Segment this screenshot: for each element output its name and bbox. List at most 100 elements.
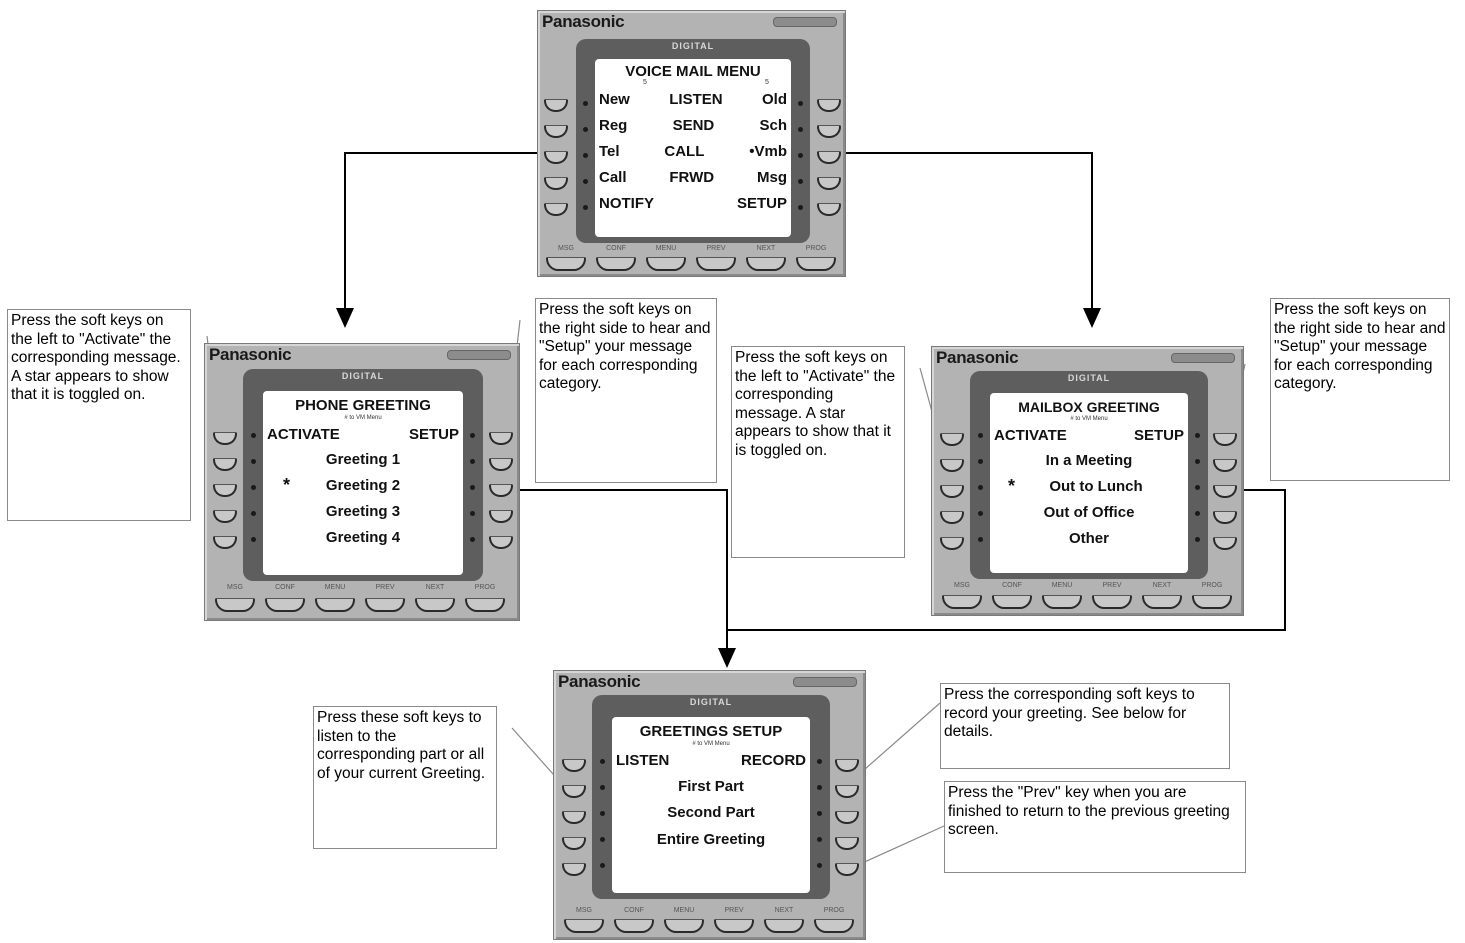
msg-key[interactable]	[564, 919, 604, 933]
led-right-3	[470, 485, 475, 490]
prev-key[interactable]	[1092, 595, 1132, 609]
right-soft-key-1[interactable]	[817, 99, 841, 112]
left-soft-key-4[interactable]	[544, 177, 568, 190]
lcd-screen: GREETINGS SETUP # to VM Menu LISTEN RECO…	[612, 717, 810, 893]
model-badge	[793, 677, 857, 687]
screen-title: MAILBOX GREETING	[1018, 399, 1160, 415]
fkey-label-prog: PROG	[474, 584, 496, 591]
conf-key[interactable]	[265, 598, 305, 612]
greeting-item-2: Greeting 2	[325, 477, 401, 494]
left-soft-key-5[interactable]	[213, 536, 237, 549]
conf-key[interactable]	[596, 257, 636, 271]
model-badge	[773, 17, 837, 27]
left-soft-key-3[interactable]	[544, 151, 568, 164]
left-soft-key-3[interactable]	[940, 485, 964, 498]
prog-key[interactable]	[796, 257, 836, 271]
left-soft-key-1[interactable]	[940, 433, 964, 446]
left-soft-key-4[interactable]	[213, 510, 237, 523]
prog-key[interactable]	[465, 598, 505, 612]
active-star: *	[1008, 476, 1016, 496]
marker-right: 5	[765, 79, 769, 86]
left-soft-key-1[interactable]	[544, 99, 568, 112]
right-soft-key-1[interactable]	[489, 432, 513, 445]
right-soft-key-3[interactable]	[817, 151, 841, 164]
right-soft-key-2[interactable]	[817, 125, 841, 138]
right-soft-key-3[interactable]	[489, 484, 513, 497]
led-right-1	[470, 433, 475, 438]
prev-key[interactable]	[365, 598, 405, 612]
brand-logo: Panasonic	[542, 12, 625, 31]
menu-key[interactable]	[646, 257, 686, 271]
right-soft-key-3[interactable]	[835, 811, 859, 824]
softkey-label-frwd: FRWD	[669, 169, 715, 186]
left-soft-key-2[interactable]	[213, 458, 237, 471]
next-key[interactable]	[746, 257, 786, 271]
prev-key[interactable]	[714, 919, 754, 933]
left-soft-key-5[interactable]	[940, 537, 964, 550]
right-soft-key-2[interactable]	[489, 458, 513, 471]
right-soft-key-3[interactable]	[1213, 485, 1237, 498]
right-soft-key-5[interactable]	[1213, 537, 1237, 550]
right-soft-key-4[interactable]	[1213, 511, 1237, 524]
left-soft-key-2[interactable]	[544, 125, 568, 138]
led-left-4	[978, 511, 983, 516]
left-soft-key-4[interactable]	[940, 511, 964, 524]
brand-logo: Panasonic	[558, 672, 641, 691]
right-soft-key-4[interactable]	[817, 177, 841, 190]
prog-key[interactable]	[1192, 595, 1232, 609]
left-soft-key-3[interactable]	[562, 811, 586, 824]
left-soft-key-5[interactable]	[544, 203, 568, 216]
left-soft-key-1[interactable]	[213, 432, 237, 445]
left-soft-key-5[interactable]	[562, 863, 586, 876]
right-soft-key-1[interactable]	[835, 759, 859, 772]
left-soft-key-4[interactable]	[562, 837, 586, 850]
screen-bezel: DIGITAL MAILBOX GREETING # to VM Menu AC…	[970, 371, 1208, 579]
connector-tel-to-phone-greeting	[344, 152, 548, 310]
menu-key[interactable]	[664, 919, 704, 933]
prev-key[interactable]	[696, 257, 736, 271]
conf-key[interactable]	[992, 595, 1032, 609]
fkey-label-next: NEXT	[774, 907, 794, 914]
left-soft-key-3[interactable]	[213, 484, 237, 497]
next-key[interactable]	[415, 598, 455, 612]
right-soft-key-1[interactable]	[1213, 433, 1237, 446]
greeting-item-3: Greeting 3	[325, 503, 401, 520]
next-key[interactable]	[1142, 595, 1182, 609]
menu-key[interactable]	[1042, 595, 1082, 609]
right-soft-key-4[interactable]	[835, 837, 859, 850]
softkey-label-listen: LISTEN	[669, 91, 723, 108]
right-soft-key-4[interactable]	[489, 510, 513, 523]
led-left-5	[600, 863, 605, 868]
right-soft-key-2[interactable]	[1213, 459, 1237, 472]
brand-logo: Panasonic	[209, 345, 292, 364]
digital-label: DIGITAL	[689, 697, 733, 707]
model-badge	[1171, 353, 1235, 363]
right-soft-key-2[interactable]	[835, 785, 859, 798]
fkey-label-menu: MENU	[1051, 582, 1073, 589]
prog-key[interactable]	[814, 919, 854, 933]
fkey-label-next: NEXT	[1152, 582, 1172, 589]
left-soft-key-2[interactable]	[562, 785, 586, 798]
right-soft-key-5[interactable]	[835, 863, 859, 876]
led-left-3	[251, 485, 256, 490]
conf-key[interactable]	[614, 919, 654, 933]
menu-row-2: Reg SEND Sch	[599, 117, 787, 134]
fkey-label-conf: CONF	[275, 584, 295, 591]
marker-left: 5	[643, 79, 647, 86]
fkey-label-next: NEXT	[425, 584, 445, 591]
left-soft-key-2[interactable]	[940, 459, 964, 472]
menu-key[interactable]	[315, 598, 355, 612]
fkey-label-menu: MENU	[673, 907, 695, 914]
right-soft-key-5[interactable]	[817, 203, 841, 216]
msg-key[interactable]	[942, 595, 982, 609]
note-setup-record: Press the corresponding soft keys to rec…	[940, 683, 1230, 769]
msg-key[interactable]	[215, 598, 255, 612]
right-soft-key-5[interactable]	[489, 536, 513, 549]
lcd-screen: MAILBOX GREETING # to VM Menu ACTIVATE S…	[990, 393, 1188, 573]
left-soft-key-1[interactable]	[562, 759, 586, 772]
msg-key[interactable]	[546, 257, 586, 271]
next-key[interactable]	[764, 919, 804, 933]
fkey-label-prev: PREV	[1102, 582, 1122, 589]
header-row: ACTIVATE SETUP	[267, 426, 459, 443]
led-right-5	[817, 863, 822, 868]
